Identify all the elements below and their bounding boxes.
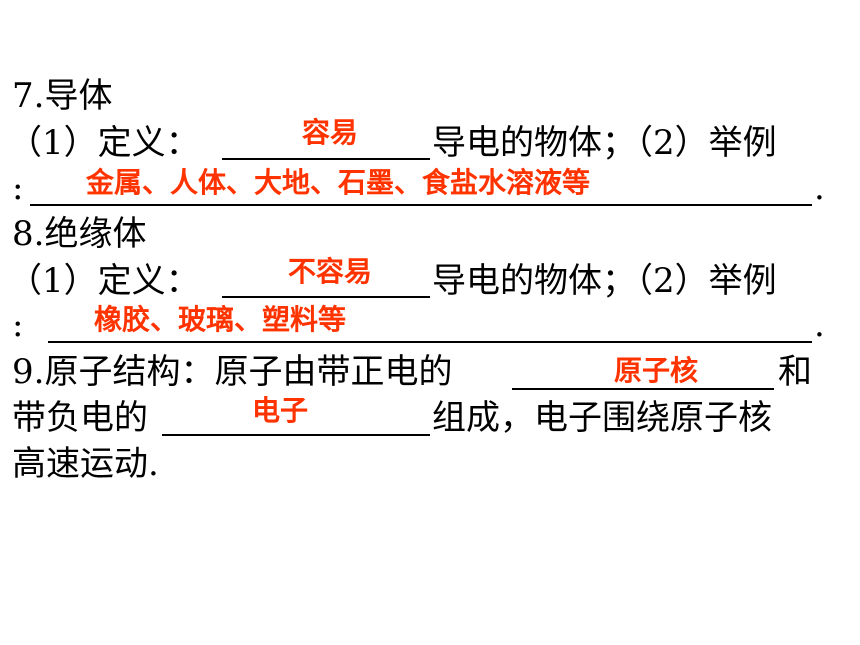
insulator-example-answer: 橡胶、玻璃、塑料等 xyxy=(94,303,347,336)
insulator-definition-prefix: （1）定义： xyxy=(8,261,200,301)
atom-line2-prefix: 带负电的 xyxy=(12,398,148,438)
insulator-definition-suffix: 导电的物体；（2）举例 xyxy=(432,261,777,301)
conductor-definition-answer: 容易 xyxy=(302,116,359,149)
conductor-definition-suffix: 导电的物体；（2）举例 xyxy=(432,123,777,163)
conductor-example-end: . xyxy=(814,168,825,208)
atom-electron-blank xyxy=(162,434,430,436)
conductor-definition-prefix: （1）定义： xyxy=(8,123,200,163)
conductor-example-colon: : xyxy=(12,168,24,208)
insulator-example-colon: : xyxy=(12,305,24,345)
conductor-definition-blank xyxy=(222,158,430,160)
insulator-definition-blank xyxy=(222,296,430,298)
conductor-example-answer: 金属、人体、大地、石墨、食盐水溶液等 xyxy=(86,166,591,199)
atom-nucleus-answer: 原子核 xyxy=(614,354,699,387)
atom-nucleus-blank xyxy=(512,388,774,390)
atom-electron-answer: 电子 xyxy=(252,394,309,427)
insulator-heading: 8.绝缘体 xyxy=(12,214,147,254)
atom-line1-prefix: 9.原子结构：原子由带正电的 xyxy=(12,352,453,392)
conductor-example-blank xyxy=(30,204,812,206)
conductor-heading: 7.导体 xyxy=(12,76,113,116)
insulator-example-end: . xyxy=(814,305,825,345)
atom-line1-suffix: 和 xyxy=(778,352,812,392)
atom-line2-suffix: 组成，电子围绕原子核 xyxy=(432,398,772,438)
insulator-definition-answer: 不容易 xyxy=(288,255,373,288)
atom-line3: 高速运动. xyxy=(12,444,159,484)
insulator-example-blank xyxy=(48,341,812,343)
